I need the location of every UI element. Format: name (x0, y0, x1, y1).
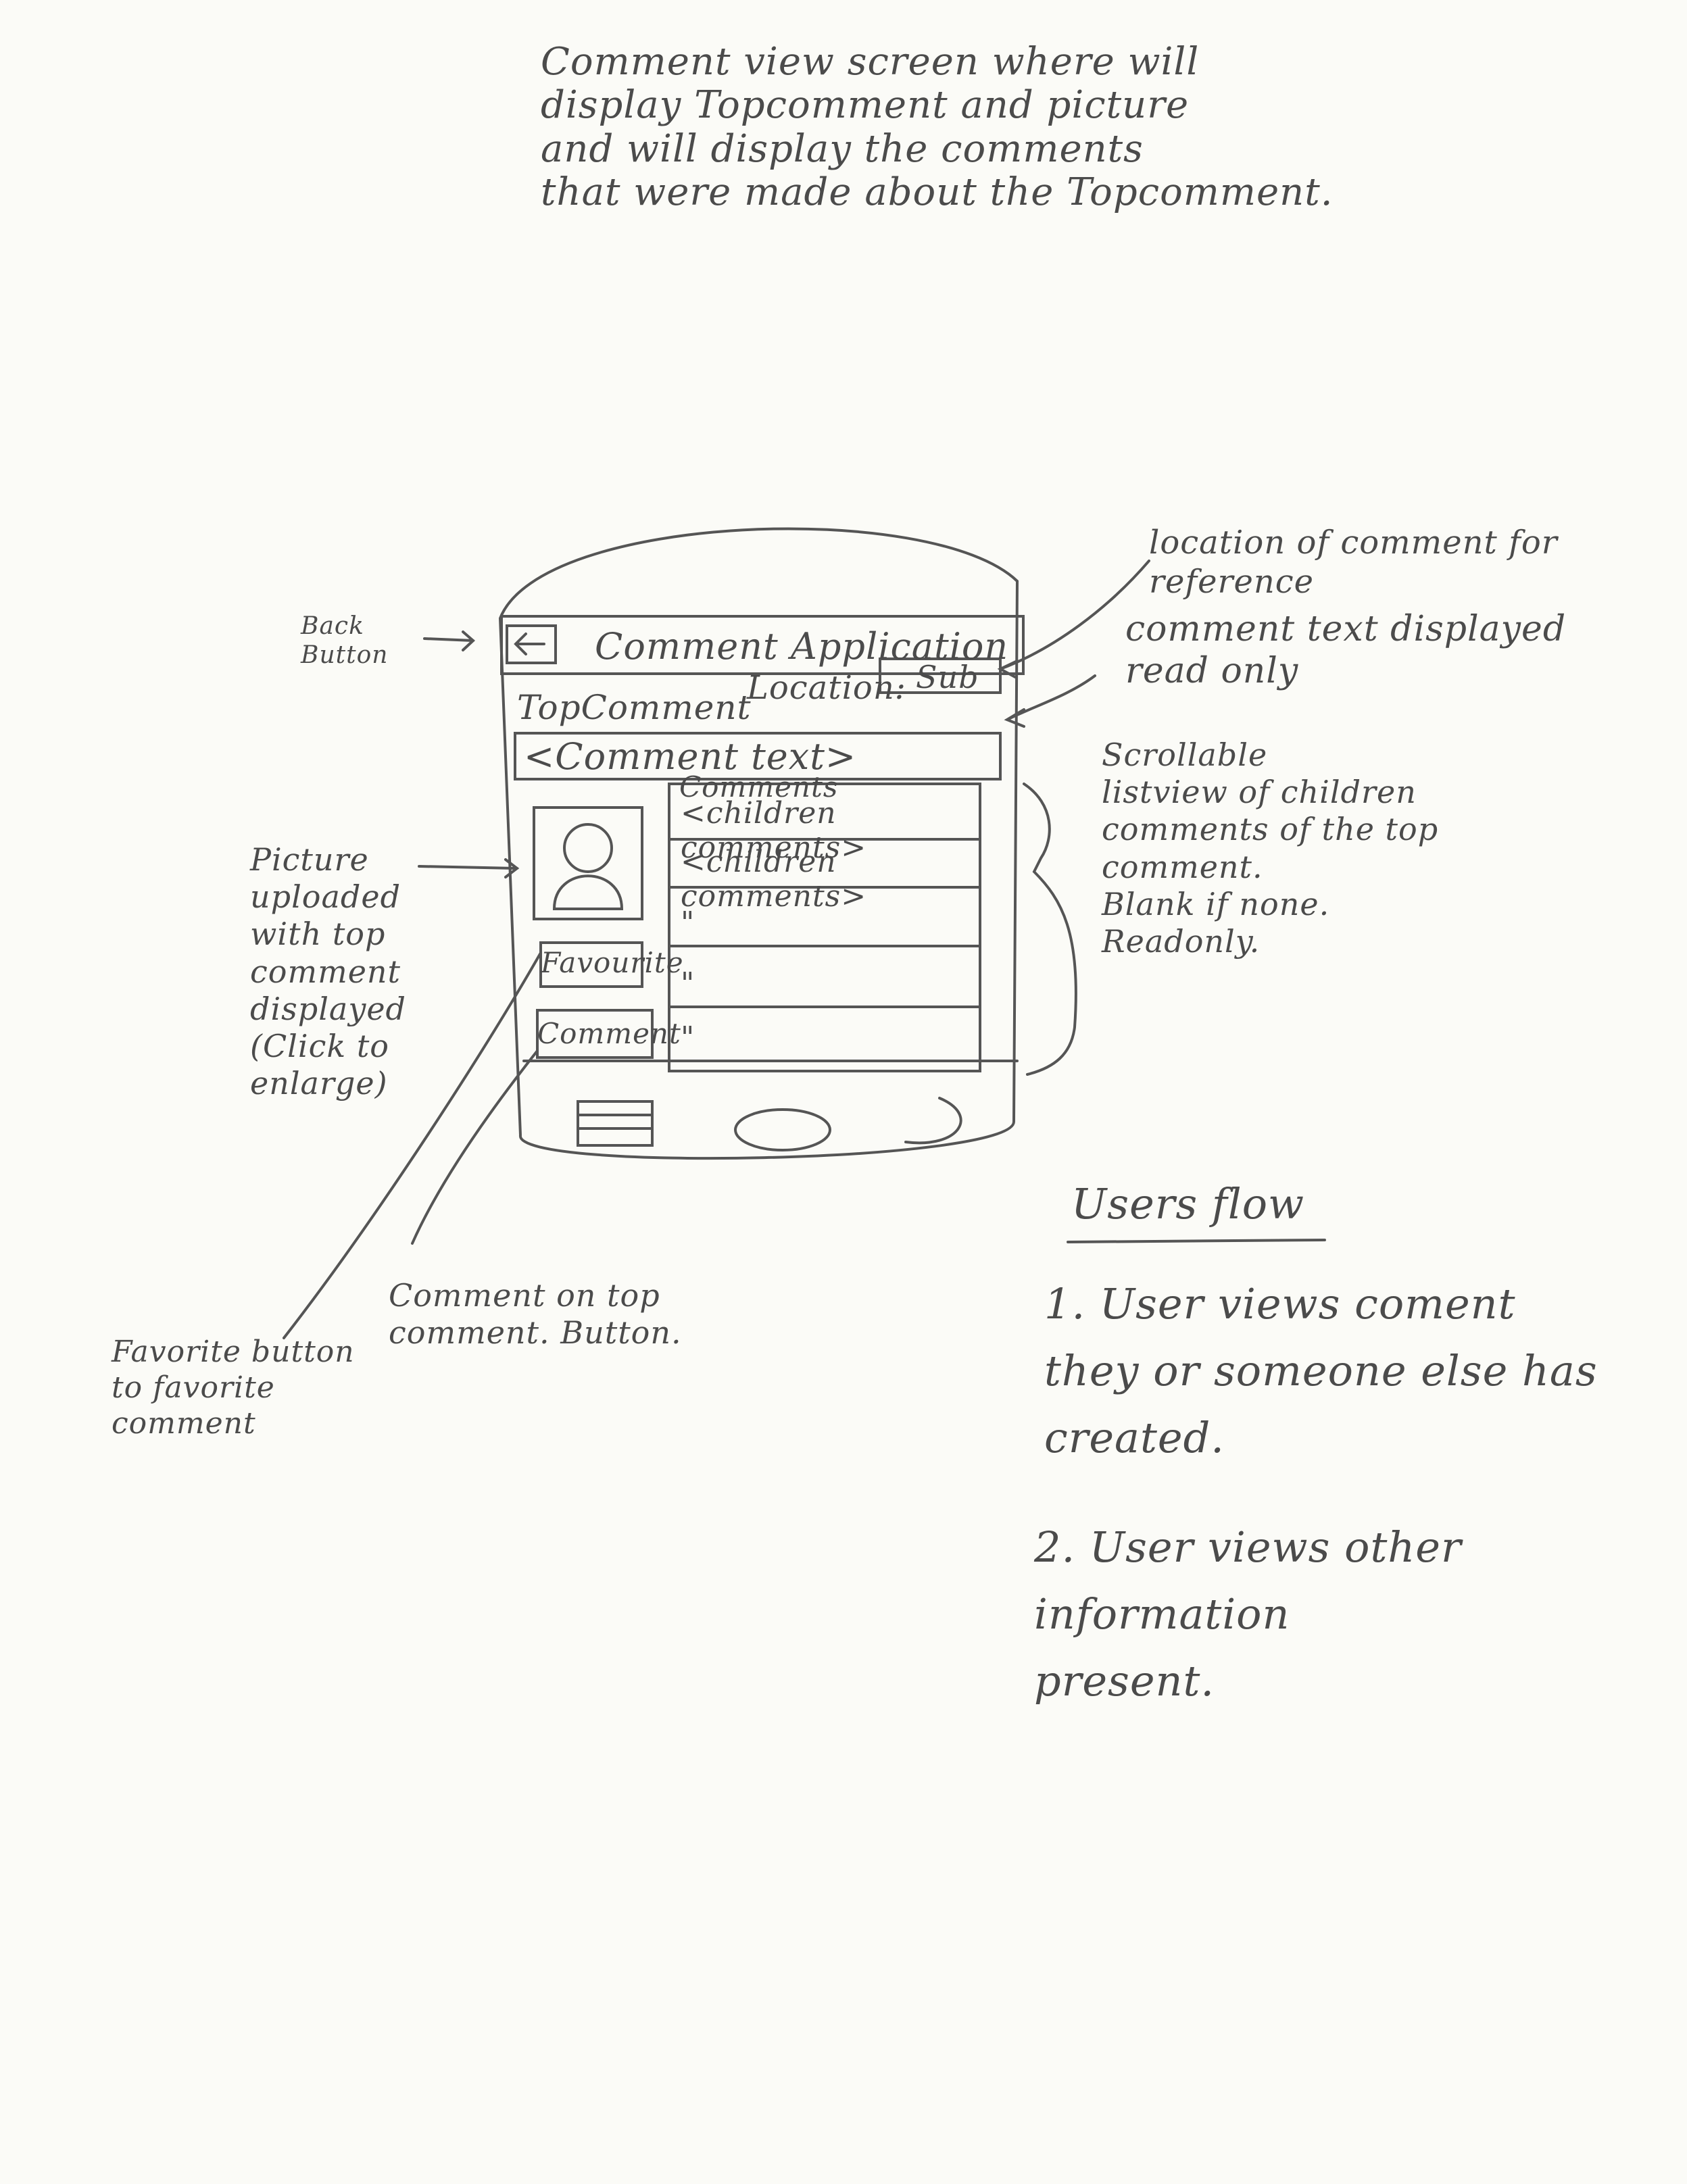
home-icon (734, 1108, 831, 1151)
users-flow-title: Users flow (1071, 1179, 1305, 1228)
top-comment-text: <Comment text> (524, 735, 857, 778)
screen-description: Comment view screen where will display T… (541, 40, 1334, 215)
nav-back-button[interactable] (906, 1095, 980, 1149)
location-frame (879, 657, 1002, 694)
annotation-picture: Picture uploaded with top comment displa… (250, 841, 407, 1102)
back-icon (904, 1097, 962, 1145)
back-button-frame (506, 624, 557, 664)
location-label: Location: (747, 669, 906, 707)
users-flow-step: 1. User views coment they or someone els… (1044, 1279, 1598, 1463)
list-item[interactable]: <children comments> (681, 796, 867, 865)
annotation-comment-button: Comment on top comment. Button. (389, 1277, 682, 1351)
app-title: Comment Application (595, 625, 1009, 668)
location-value: Sub (916, 659, 979, 695)
favourite-button[interactable]: Favourite (541, 946, 684, 979)
list-item[interactable]: " (681, 966, 695, 1001)
phone-outline (498, 527, 1019, 1160)
back-button[interactable] (507, 626, 556, 663)
comment-button-frame (536, 1009, 654, 1059)
list-item[interactable]: " (681, 905, 695, 940)
nav-home-button[interactable] (735, 1110, 830, 1150)
annotation-favourite-button: Favorite button to favorite comment (112, 1335, 355, 1441)
comment-button[interactable]: Comment (537, 1017, 681, 1050)
annotation-location: location of comment for reference (1149, 524, 1558, 601)
annotation-comment-text: comment text displayed read only (1125, 609, 1567, 692)
scroll-brace (1023, 783, 1077, 1076)
comments-list-frame (668, 783, 981, 1072)
picture-thumbnail[interactable] (534, 808, 642, 919)
app-bar-frame (500, 615, 1025, 675)
top-comment-label: TopComment (517, 688, 752, 727)
list-item[interactable]: <children comments> (681, 845, 867, 914)
list-item[interactable]: " (681, 1020, 695, 1055)
favourite-button-frame (539, 941, 643, 988)
users-flow-step: 2. User views other information present. (1034, 1522, 1462, 1706)
picture-frame (533, 806, 643, 920)
menu-icon (577, 1100, 654, 1147)
comment-text-frame (514, 732, 1002, 780)
annotation-back-button: Back Button (301, 612, 389, 670)
comments-header: Comments (679, 770, 839, 803)
nav-menu-button[interactable] (578, 1101, 652, 1145)
annotation-scrollable-list: Scrollable listview of children comments… (1102, 737, 1439, 960)
